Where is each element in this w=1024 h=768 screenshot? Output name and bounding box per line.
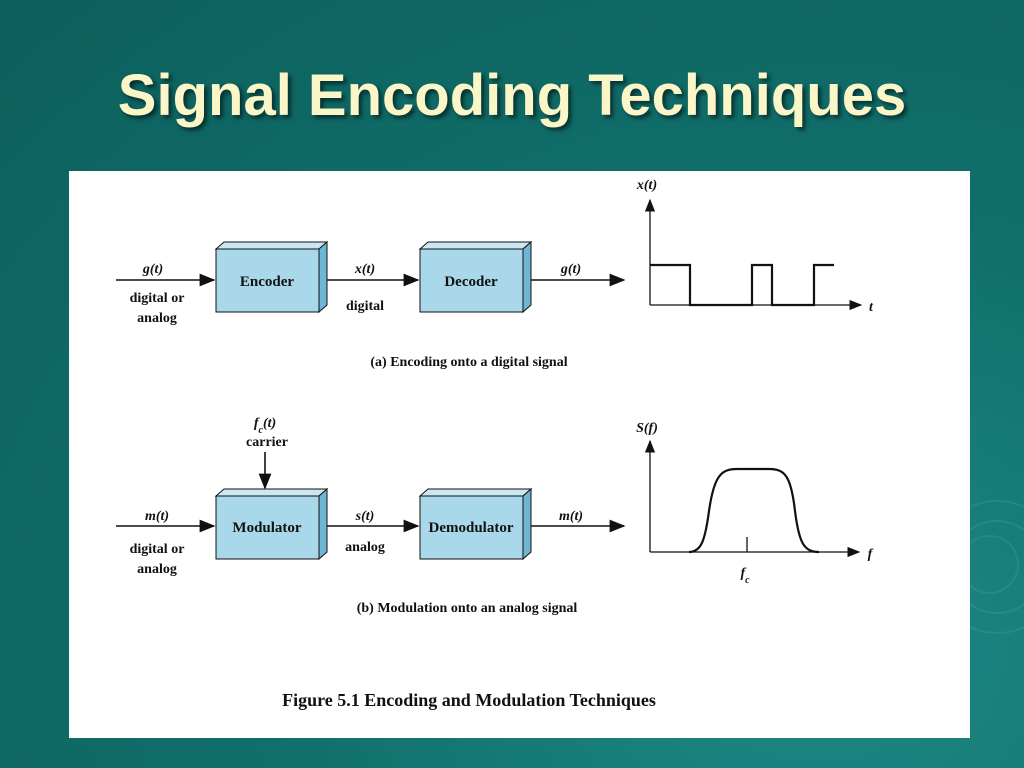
figure-diagram: g(t) digital or analog Encoder x(t) digi… bbox=[116, 178, 874, 710]
input-note-b-1: digital or bbox=[130, 542, 185, 557]
input-note-b-2: analog bbox=[137, 562, 177, 577]
mid-signal-b: s(t) bbox=[355, 509, 375, 524]
encoder-label: Encoder bbox=[240, 274, 295, 290]
plot-a-x-label: t bbox=[869, 300, 874, 315]
encoder-block: Encoder bbox=[214, 240, 329, 314]
modulator-label: Modulator bbox=[232, 520, 302, 536]
fc-label: fc bbox=[740, 566, 750, 586]
decoder-label: Decoder bbox=[444, 274, 498, 290]
spectrum-plot: S(f) f fc bbox=[636, 421, 874, 586]
plot-b-x-label: f bbox=[868, 547, 874, 562]
digital-waveform bbox=[650, 263, 834, 307]
input-signal-b: m(t) bbox=[145, 509, 169, 524]
slide-title: Signal Encoding Techniques bbox=[117, 63, 907, 128]
demodulator-block: Demodulator bbox=[418, 487, 533, 561]
digital-waveform-plot: x(t) t bbox=[636, 178, 874, 315]
plot-a-y-label: x(t) bbox=[636, 178, 657, 193]
demodulator-label: Demodulator bbox=[429, 520, 514, 536]
carrier-note: carrier bbox=[246, 435, 288, 450]
modulator-block: Modulator bbox=[214, 487, 329, 561]
output-signal-b: m(t) bbox=[559, 509, 583, 524]
decoder-block: Decoder bbox=[418, 240, 533, 314]
figure-panel: g(t) digital or analog Encoder x(t) digi… bbox=[69, 171, 970, 738]
plot-b-y-label: S(f) bbox=[636, 421, 658, 436]
mid-note-a: digital bbox=[346, 299, 384, 314]
input-note-a-2: analog bbox=[137, 311, 177, 326]
output-signal-a: g(t) bbox=[560, 262, 581, 277]
caption-b: (b) Modulation onto an analog signal bbox=[357, 601, 578, 616]
spectrum-curve bbox=[688, 467, 820, 554]
input-signal-a: g(t) bbox=[142, 262, 163, 277]
caption-a: (a) Encoding onto a digital signal bbox=[370, 355, 567, 370]
carrier-signal: fc(t) bbox=[254, 416, 276, 436]
mid-signal-a: x(t) bbox=[354, 262, 375, 277]
mid-note-b: analog bbox=[345, 540, 385, 555]
input-note-a-1: digital or bbox=[130, 291, 185, 306]
figure-caption: Figure 5.1 Encoding and Modulation Techn… bbox=[282, 690, 656, 710]
